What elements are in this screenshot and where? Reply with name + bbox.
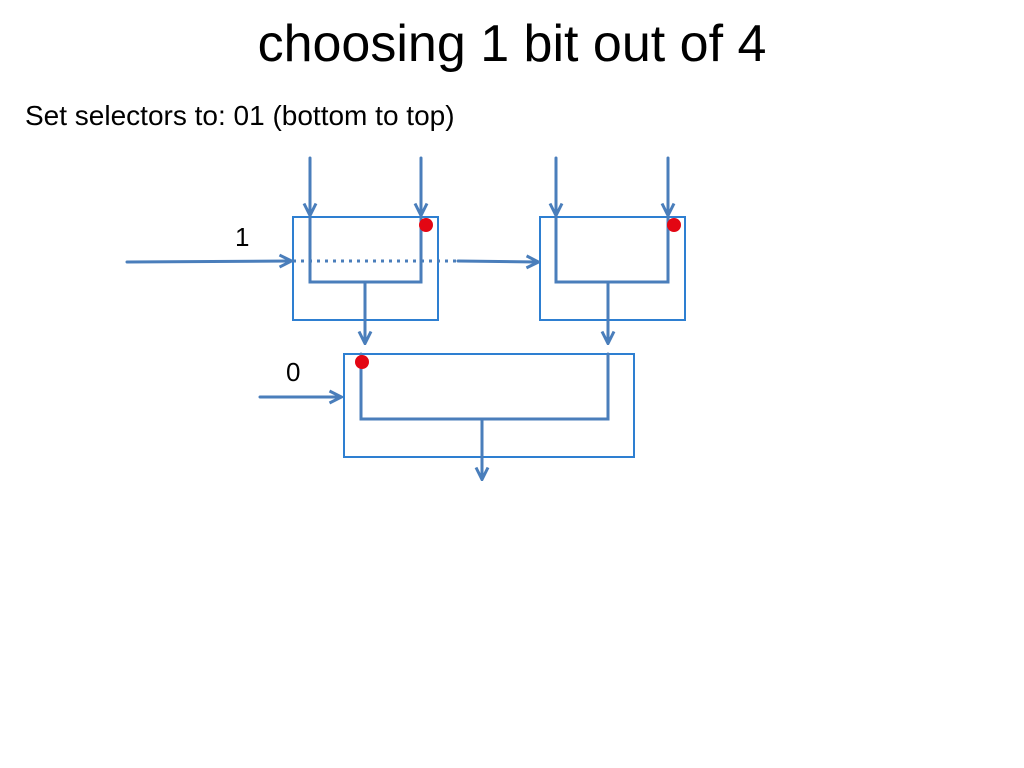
selected-dot-bottom [355, 355, 369, 369]
selected-dot-top-right [667, 218, 681, 232]
selected-dot-top-left [419, 218, 433, 232]
mux-internal-path-top-left [308, 215, 423, 284]
selector-wire-top [125, 261, 290, 262]
selector-label-top: 1 [235, 222, 249, 252]
selector-wire-top-continued [456, 261, 537, 262]
mux-box-top-right [539, 216, 686, 321]
slide-title: choosing 1 bit out of 4 [257, 15, 767, 73]
selector-label-bottom: 0 [286, 357, 300, 387]
slide-subtitle: Set selectors to: 01 (bottom to top) [25, 100, 455, 131]
mux-internal-path-top-right [554, 215, 670, 284]
mux-box-bottom [343, 353, 635, 458]
mux-internal-path-bottom [359, 352, 610, 421]
